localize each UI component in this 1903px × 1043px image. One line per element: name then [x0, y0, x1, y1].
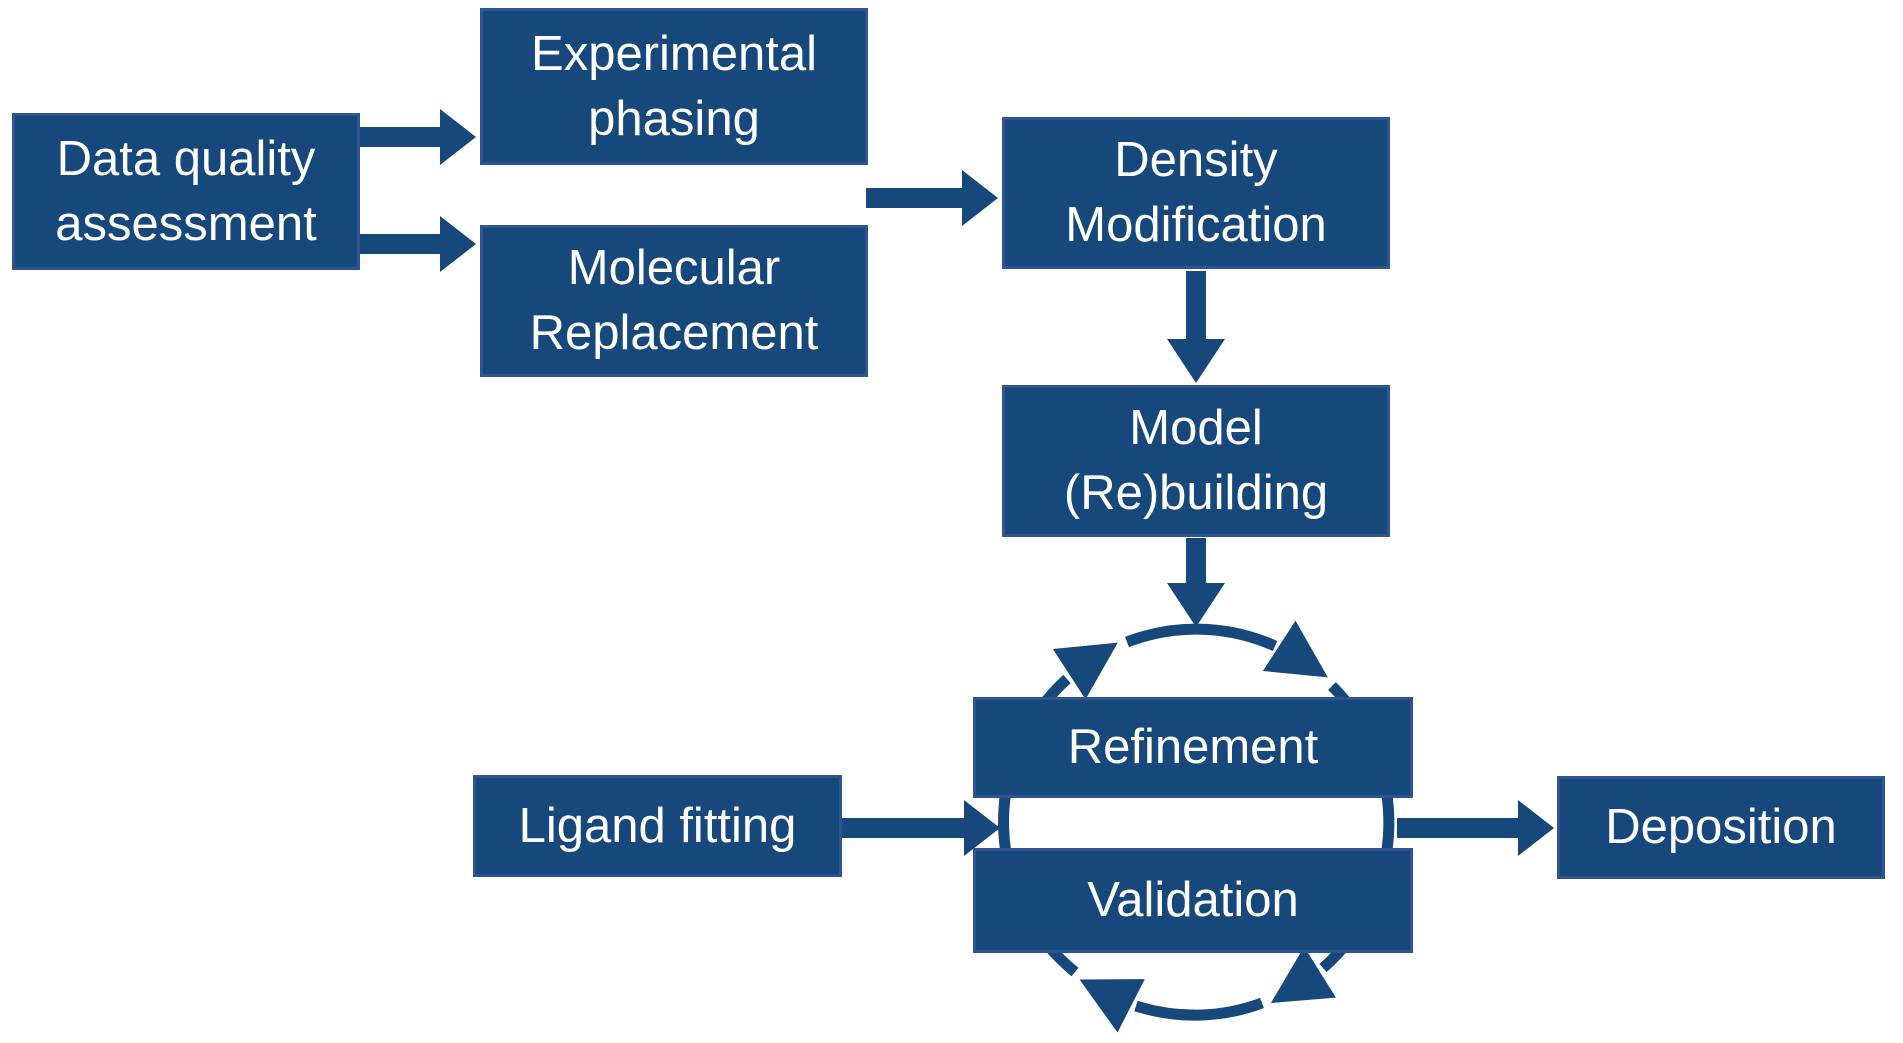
- box-density-modification-label: Density Modification: [1065, 133, 1327, 252]
- cycle-arrowhead-bottom-right-icon: [1270, 946, 1336, 1003]
- box-model-rebuilding: Model (Re)building: [1002, 385, 1390, 537]
- arrow-dqa-to-molecular-replacement: [360, 216, 476, 272]
- box-data-quality-assessment: Data quality assessment: [12, 113, 360, 270]
- arrow-dqa-to-experimental-phasing: [360, 109, 476, 165]
- cycle-arc-bottom: [1134, 997, 1264, 1021]
- box-refinement: Refinement: [973, 697, 1413, 798]
- arrow-density-to-model-rebuilding: [1167, 271, 1225, 383]
- box-density-modification: Density Modification: [1002, 117, 1390, 269]
- box-validation-label: Validation: [1087, 873, 1299, 928]
- box-refinement-label: Refinement: [1067, 720, 1319, 775]
- box-deposition: Deposition: [1557, 776, 1885, 879]
- arrow-cycle-to-deposition: [1397, 800, 1554, 856]
- cycle-arrowhead-bottom-left-icon: [1079, 979, 1145, 1033]
- box-data-quality-assessment-label: Data quality assessment: [55, 131, 317, 251]
- cycle-arc-top: [1125, 623, 1278, 652]
- arrow-ligand-to-cycle: [842, 800, 1000, 856]
- box-molecular-replacement: Molecular Replacement: [480, 225, 868, 377]
- box-experimental-phasing-label: Experimental phasing: [531, 26, 817, 146]
- arrow-phasing-to-density-modification: [866, 170, 998, 226]
- box-validation: Validation: [973, 848, 1413, 953]
- box-experimental-phasing: Experimental phasing: [480, 8, 868, 165]
- box-ligand-fitting: Ligand fitting: [473, 775, 842, 877]
- box-molecular-replacement-label: Molecular Replacement: [529, 241, 819, 360]
- box-model-rebuilding-label: Model (Re)building: [1063, 401, 1329, 520]
- box-ligand-fitting-label: Ligand fitting: [518, 798, 797, 853]
- box-deposition-label: Deposition: [1605, 800, 1837, 855]
- cycle-arrowhead-top-right-icon: [1262, 620, 1328, 678]
- arrow-model-to-cycle: [1167, 538, 1225, 627]
- refinement-validation-cycle: [998, 620, 1395, 1033]
- cycle-arrowhead-top-left-icon: [1052, 642, 1118, 700]
